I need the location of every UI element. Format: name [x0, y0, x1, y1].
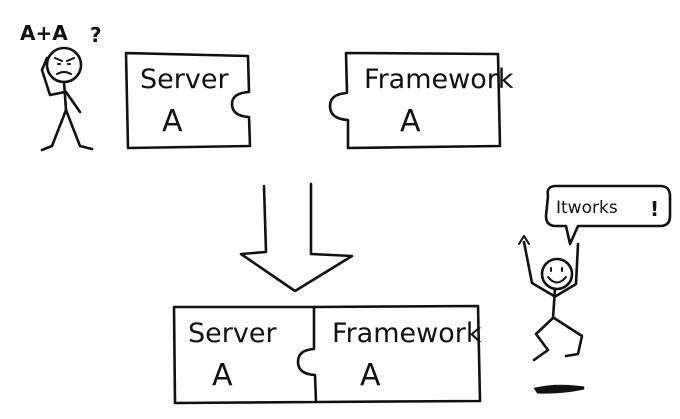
- happy-hand-left: [518, 235, 530, 245]
- framework-piece-bottom-letter: A: [360, 358, 381, 393]
- framework-piece-top-word: Framework: [364, 64, 514, 95]
- speech-bubble: [544, 184, 672, 246]
- confused-face: [54, 57, 75, 75]
- server-piece-bottom-word: Server: [188, 318, 277, 349]
- confused-head: [45, 46, 83, 84]
- down-arrow-icon: [239, 182, 354, 293]
- happy-head: [540, 257, 574, 291]
- confused-arm-right: [64, 90, 82, 114]
- confused-stick-figure: A+A ?: [20, 21, 102, 152]
- exclamation-mark-icon: !: [650, 197, 659, 221]
- framework-piece-top-letter: A: [400, 104, 421, 139]
- server-piece-top: Server A: [124, 51, 252, 150]
- server-piece-top-outline: [124, 51, 252, 150]
- happy-leg-left: [532, 316, 555, 362]
- happy-stick-figure: Itworks !: [518, 184, 672, 394]
- framework-piece-top: Framework A: [328, 51, 514, 150]
- confused-leg-right: [64, 108, 94, 151]
- framework-piece-bottom-outline: [312, 304, 482, 404]
- happy-leg-right: [552, 316, 584, 358]
- happy-face: [547, 267, 567, 284]
- server-piece-bottom: Server A: [172, 305, 318, 405]
- confused-body: [62, 80, 68, 112]
- confused-caption: A+A: [20, 21, 68, 45]
- confused-leg-left: [40, 108, 68, 152]
- confused-arm-left: [40, 56, 67, 97]
- framework-piece-top-outline: [328, 51, 502, 150]
- happy-body: [551, 287, 557, 320]
- ground-shadow: [533, 384, 585, 394]
- happy-arm-left: [522, 240, 556, 298]
- happy-arm-right: [554, 242, 580, 298]
- question-mark-icon: ?: [90, 23, 102, 47]
- speech-bubble-text: Itworks: [556, 198, 618, 218]
- server-piece-bottom-outline: [172, 305, 318, 405]
- framework-piece-bottom: Framework A: [312, 304, 482, 404]
- framework-piece-bottom-word: Framework: [332, 318, 482, 349]
- server-piece-bottom-letter: A: [212, 358, 233, 393]
- server-piece-top-word: Server: [140, 64, 229, 95]
- server-piece-top-letter: A: [162, 104, 183, 139]
